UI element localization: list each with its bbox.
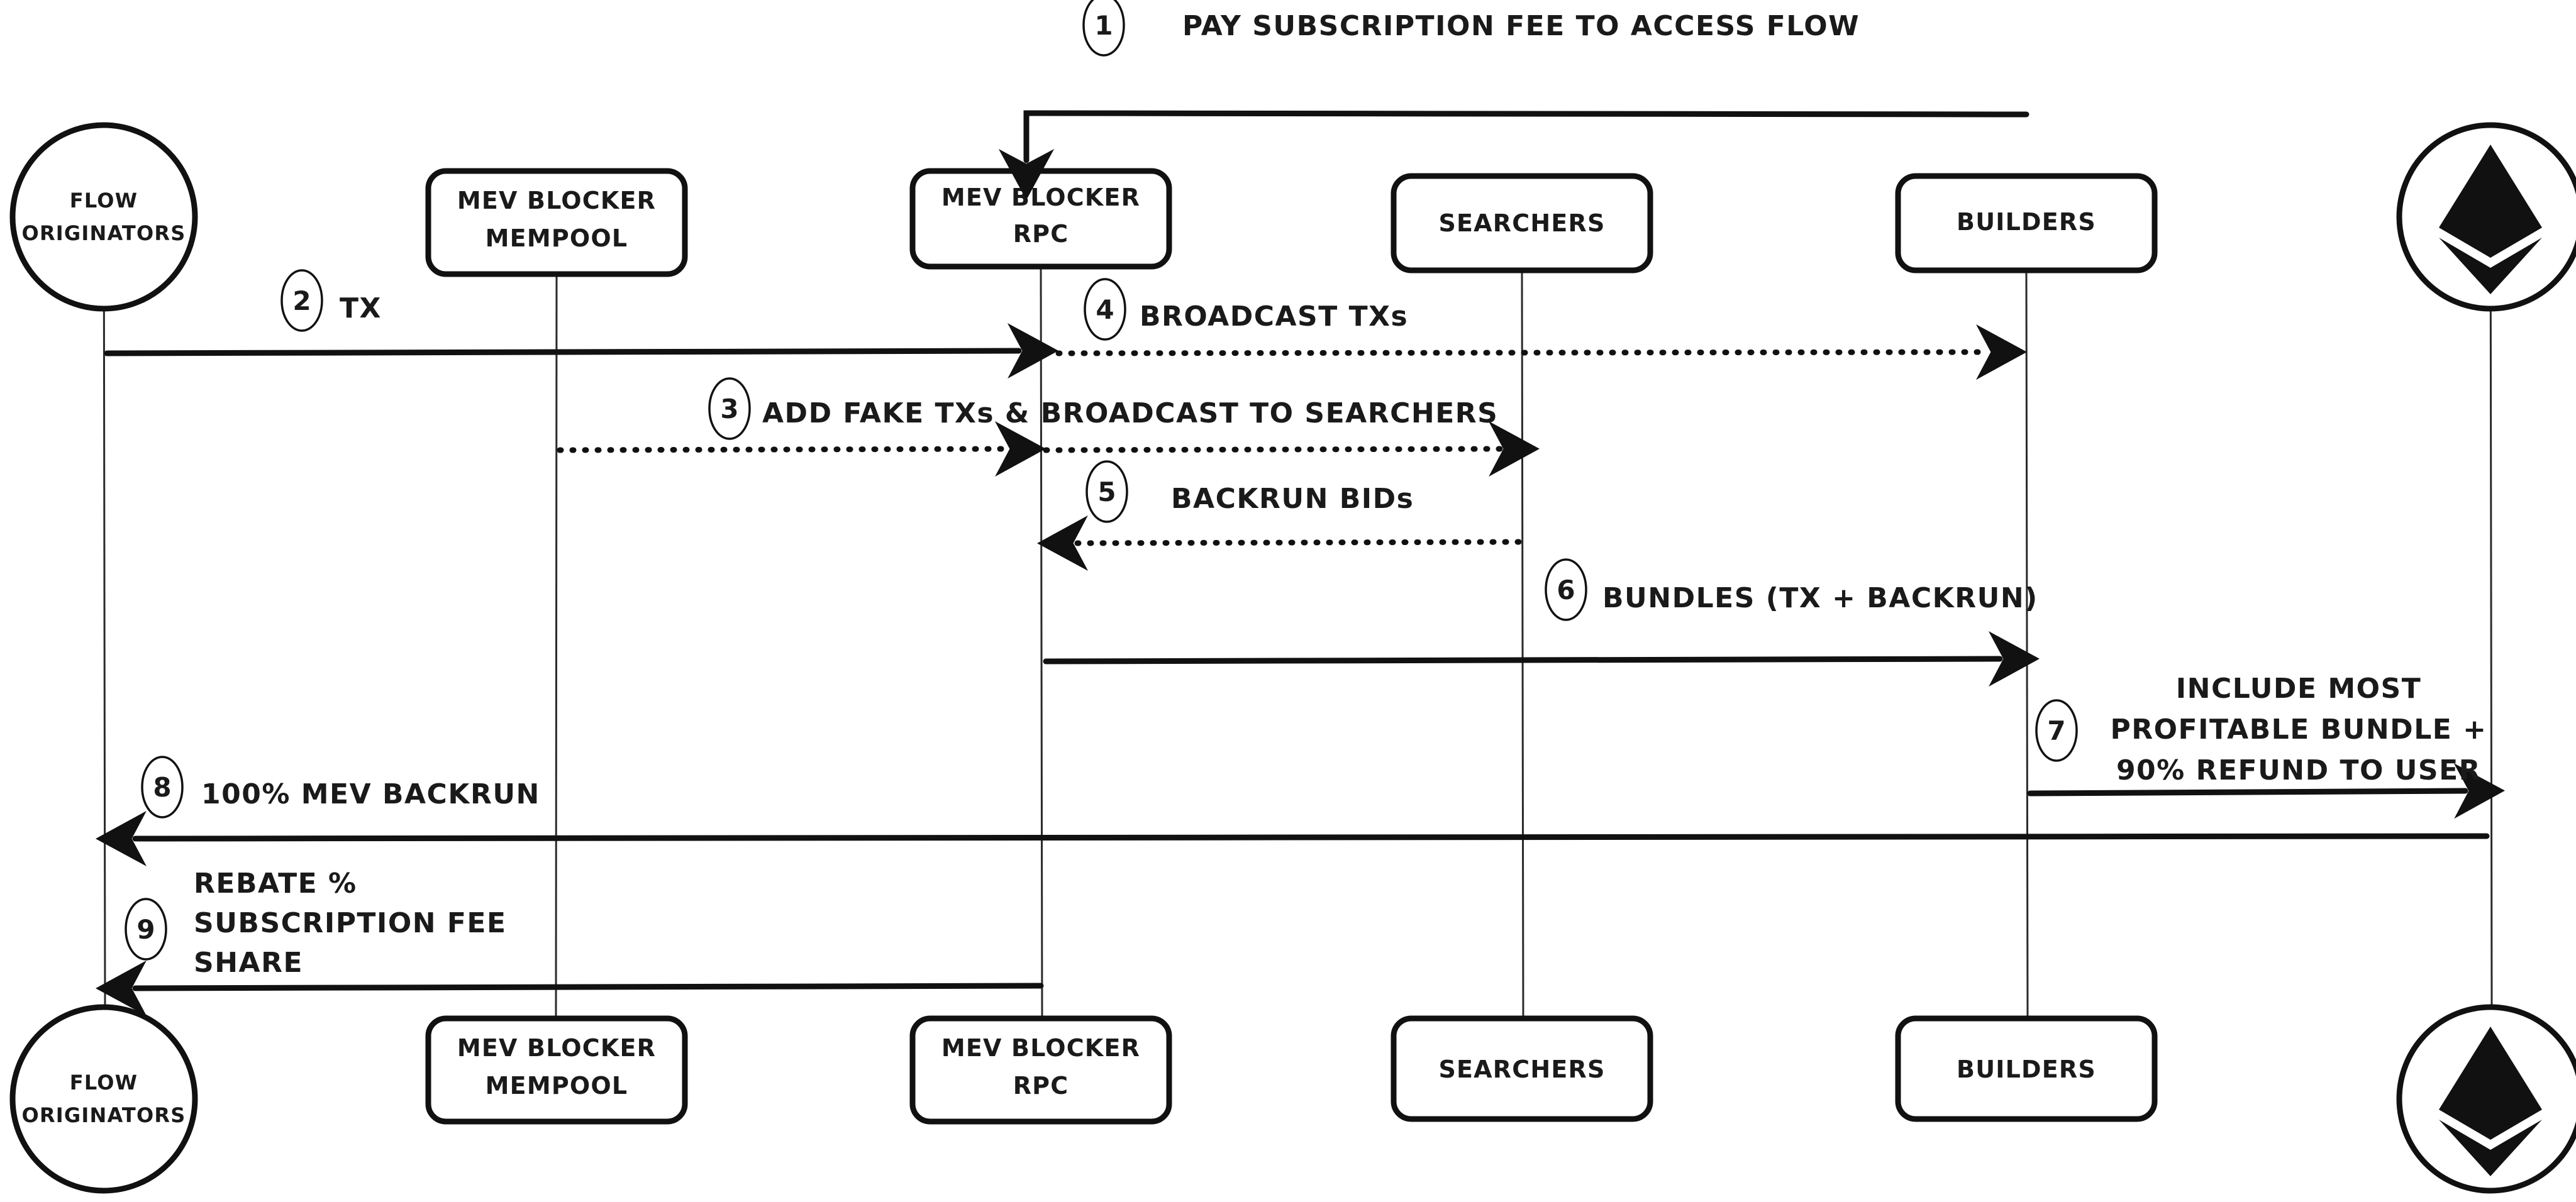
step-9-label-line1: REBATE % bbox=[194, 868, 357, 900]
ethereum-logo-icon bbox=[2439, 145, 2542, 294]
step-1-arrow bbox=[998, 110, 2029, 200]
step-4-arrow bbox=[1043, 324, 2027, 380]
step-6-label: BUNDLES (TX + BACKRUN) bbox=[1602, 582, 2038, 614]
builders-label: BUILDERS bbox=[1957, 208, 2096, 236]
step-9-arrow bbox=[96, 960, 1044, 1017]
actor-searchers-top[interactable]: SEARCHERS bbox=[1391, 173, 1653, 273]
mev-blocker-mempool-label-line2: MEMPOOL bbox=[486, 224, 628, 252]
ethereum-logo-icon-bottom bbox=[2439, 1027, 2542, 1176]
flow-originators-bottom-label-line1: FLOW bbox=[70, 1071, 138, 1094]
mev-blocker-rpc-label-line2: RPC bbox=[1013, 220, 1069, 248]
step-6-number: 6 bbox=[1557, 575, 1575, 605]
flow-originators-label-line2: ORIGINATORS bbox=[22, 221, 186, 245]
step-9-label-line2: SUBSCRIPTION FEE bbox=[194, 907, 507, 939]
lifeline-mev-blocker-rpc bbox=[1040, 265, 1043, 1019]
actor-builders-bottom[interactable]: BUILDERS bbox=[1895, 1015, 2158, 1122]
actor-mev-blocker-mempool-top[interactable]: MEV BLOCKER MEMPOOL bbox=[425, 168, 688, 277]
step-8-number-ellipse bbox=[141, 756, 184, 819]
step-8-number: 8 bbox=[153, 772, 171, 803]
step-7-label-line1: INCLUDE MOST bbox=[2176, 673, 2421, 705]
step-7-label-line2: PROFITABLE BUNDLE + bbox=[2111, 714, 2487, 746]
mev-blocker-rpc-bottom-label-line1: MEV BLOCKER bbox=[941, 1034, 1140, 1062]
step-3-group[interactable]: 3 ADD FAKE TXs & BROADCAST TO SEARCHERS bbox=[557, 377, 1540, 477]
flow-originators-circle-bottom bbox=[9, 1004, 198, 1194]
step-3-number: 3 bbox=[720, 394, 738, 424]
step-6-number-ellipse bbox=[1545, 558, 1587, 621]
lifeline-mev-blocker-mempool bbox=[555, 273, 558, 1019]
step-3-label: ADD FAKE TXs & BROADCAST TO SEARCHERS bbox=[762, 397, 1498, 429]
searchers-bottom-label: SEARCHERS bbox=[1438, 1056, 1605, 1083]
step-6-arrow bbox=[1043, 631, 2040, 687]
builders-bottom-label: BUILDERS bbox=[1957, 1056, 2096, 1083]
step-4-label: BROADCAST TXs bbox=[1140, 300, 1408, 333]
step-8-group[interactable]: 8 100% MEV BACKRUN bbox=[96, 756, 2490, 867]
mev-blocker-rpc-label-line1: MEV BLOCKER bbox=[941, 184, 1140, 211]
step-3-arrow-segment-b bbox=[1043, 421, 1540, 477]
flow-originators-bottom-label-line2: ORIGINATORS bbox=[22, 1103, 186, 1127]
actor-ethereum-top[interactable] bbox=[2396, 122, 2576, 312]
flow-originators-circle bbox=[9, 122, 198, 312]
actor-mev-blocker-mempool-bottom[interactable]: MEV BLOCKER MEMPOOL bbox=[425, 1015, 688, 1125]
step-4-number: 4 bbox=[1096, 294, 1114, 325]
step-4-group[interactable]: 4 BROADCAST TXs bbox=[1043, 278, 2027, 380]
step-8-arrow bbox=[96, 810, 2490, 867]
mev-blocker-mempool-box bbox=[425, 168, 688, 277]
step-9-number: 9 bbox=[136, 914, 155, 945]
searchers-box bbox=[1391, 173, 1653, 273]
actor-builders-top[interactable]: BUILDERS bbox=[1895, 173, 2158, 273]
lifeline-builders bbox=[2025, 271, 2029, 1019]
step-3-number-ellipse bbox=[708, 377, 751, 440]
step-5-number-ellipse bbox=[1085, 460, 1128, 523]
actor-searchers-bottom[interactable]: SEARCHERS bbox=[1391, 1015, 1653, 1122]
step-2-number: 2 bbox=[292, 285, 311, 316]
lifeline-searchers bbox=[1521, 270, 1524, 1019]
mev-blocker-rpc-box-bottom bbox=[909, 1015, 1172, 1125]
step-6-group[interactable]: 6 BUNDLES (TX + BACKRUN) bbox=[1043, 558, 2040, 687]
step-2-number-ellipse bbox=[280, 269, 323, 332]
step-2-group[interactable]: 2 TX bbox=[104, 269, 1058, 379]
step-5-arrow bbox=[1037, 515, 1522, 571]
flow-originators-label-line1: FLOW bbox=[70, 189, 138, 212]
step-9-label-line3: SHARE bbox=[194, 947, 303, 979]
step-5-group[interactable]: 5 BACKRUN BIDs bbox=[1037, 460, 1522, 571]
mev-blocker-mempool-bottom-label-line1: MEV BLOCKER bbox=[457, 1034, 656, 1062]
step-7-group[interactable]: 7 INCLUDE MOST PROFITABLE BUNDLE + 90% R… bbox=[2027, 673, 2505, 819]
mev-blocker-mempool-label-line1: MEV BLOCKER bbox=[457, 187, 656, 214]
step-9-number-ellipse bbox=[125, 898, 167, 961]
actor-mev-blocker-rpc-bottom[interactable]: MEV BLOCKER RPC bbox=[909, 1015, 1172, 1125]
actor-flow-originators-bottom[interactable]: FLOW ORIGINATORS bbox=[9, 1004, 198, 1194]
mev-blocker-rpc-bottom-label-line2: RPC bbox=[1013, 1072, 1069, 1100]
step-1-label: PAY SUBSCRIPTION FEE TO ACCESS FLOW bbox=[1182, 10, 1860, 42]
actor-mev-blocker-rpc-top[interactable]: MEV BLOCKER RPC bbox=[909, 168, 1172, 270]
step-7-number-ellipse bbox=[2035, 699, 2078, 762]
step-7-label-line3: 90% REFUND TO USER bbox=[2116, 754, 2481, 786]
actor-flow-originators-top[interactable]: FLOW ORIGINATORS bbox=[9, 122, 198, 312]
step-1-group[interactable]: 1 PAY SUBSCRIPTION FEE TO ACCESS FLOW bbox=[998, 0, 2029, 200]
top-actors-group: FLOW ORIGINATORS MEV BLOCKER MEMPOOL MEV… bbox=[9, 122, 2576, 312]
step-8-label: 100% MEV BACKRUN bbox=[201, 778, 540, 810]
searchers-label: SEARCHERS bbox=[1438, 209, 1605, 237]
step-2-label: TX bbox=[340, 292, 382, 324]
step-4-number-ellipse bbox=[1084, 278, 1126, 341]
builders-box bbox=[1895, 173, 2158, 273]
step-3-arrow-segment-a bbox=[557, 421, 1046, 477]
step-7-arrow bbox=[2027, 763, 2505, 819]
step-5-label: BACKRUN BIDs bbox=[1171, 483, 1414, 515]
step-2-arrow bbox=[104, 323, 1058, 379]
step-1-number-ellipse bbox=[1082, 0, 1125, 57]
step-9-group[interactable]: 9 REBATE % SUBSCRIPTION FEE SHARE bbox=[96, 868, 1044, 1017]
mev-blocker-mempool-bottom-label-line2: MEMPOOL bbox=[486, 1072, 628, 1100]
builders-box-bottom bbox=[1895, 1015, 2158, 1122]
lifelines-group bbox=[103, 164, 2493, 1019]
searchers-box-bottom bbox=[1391, 1015, 1653, 1122]
bottom-actors-group: FLOW ORIGINATORS MEV BLOCKER MEMPOOL MEV… bbox=[9, 1004, 2576, 1194]
step-5-number: 5 bbox=[1097, 477, 1116, 507]
mev-blocker-mempool-box-bottom bbox=[425, 1015, 688, 1125]
step-1-number: 1 bbox=[1094, 10, 1113, 41]
step-7-number: 7 bbox=[2047, 715, 2065, 746]
actor-ethereum-bottom[interactable] bbox=[2396, 1004, 2576, 1194]
